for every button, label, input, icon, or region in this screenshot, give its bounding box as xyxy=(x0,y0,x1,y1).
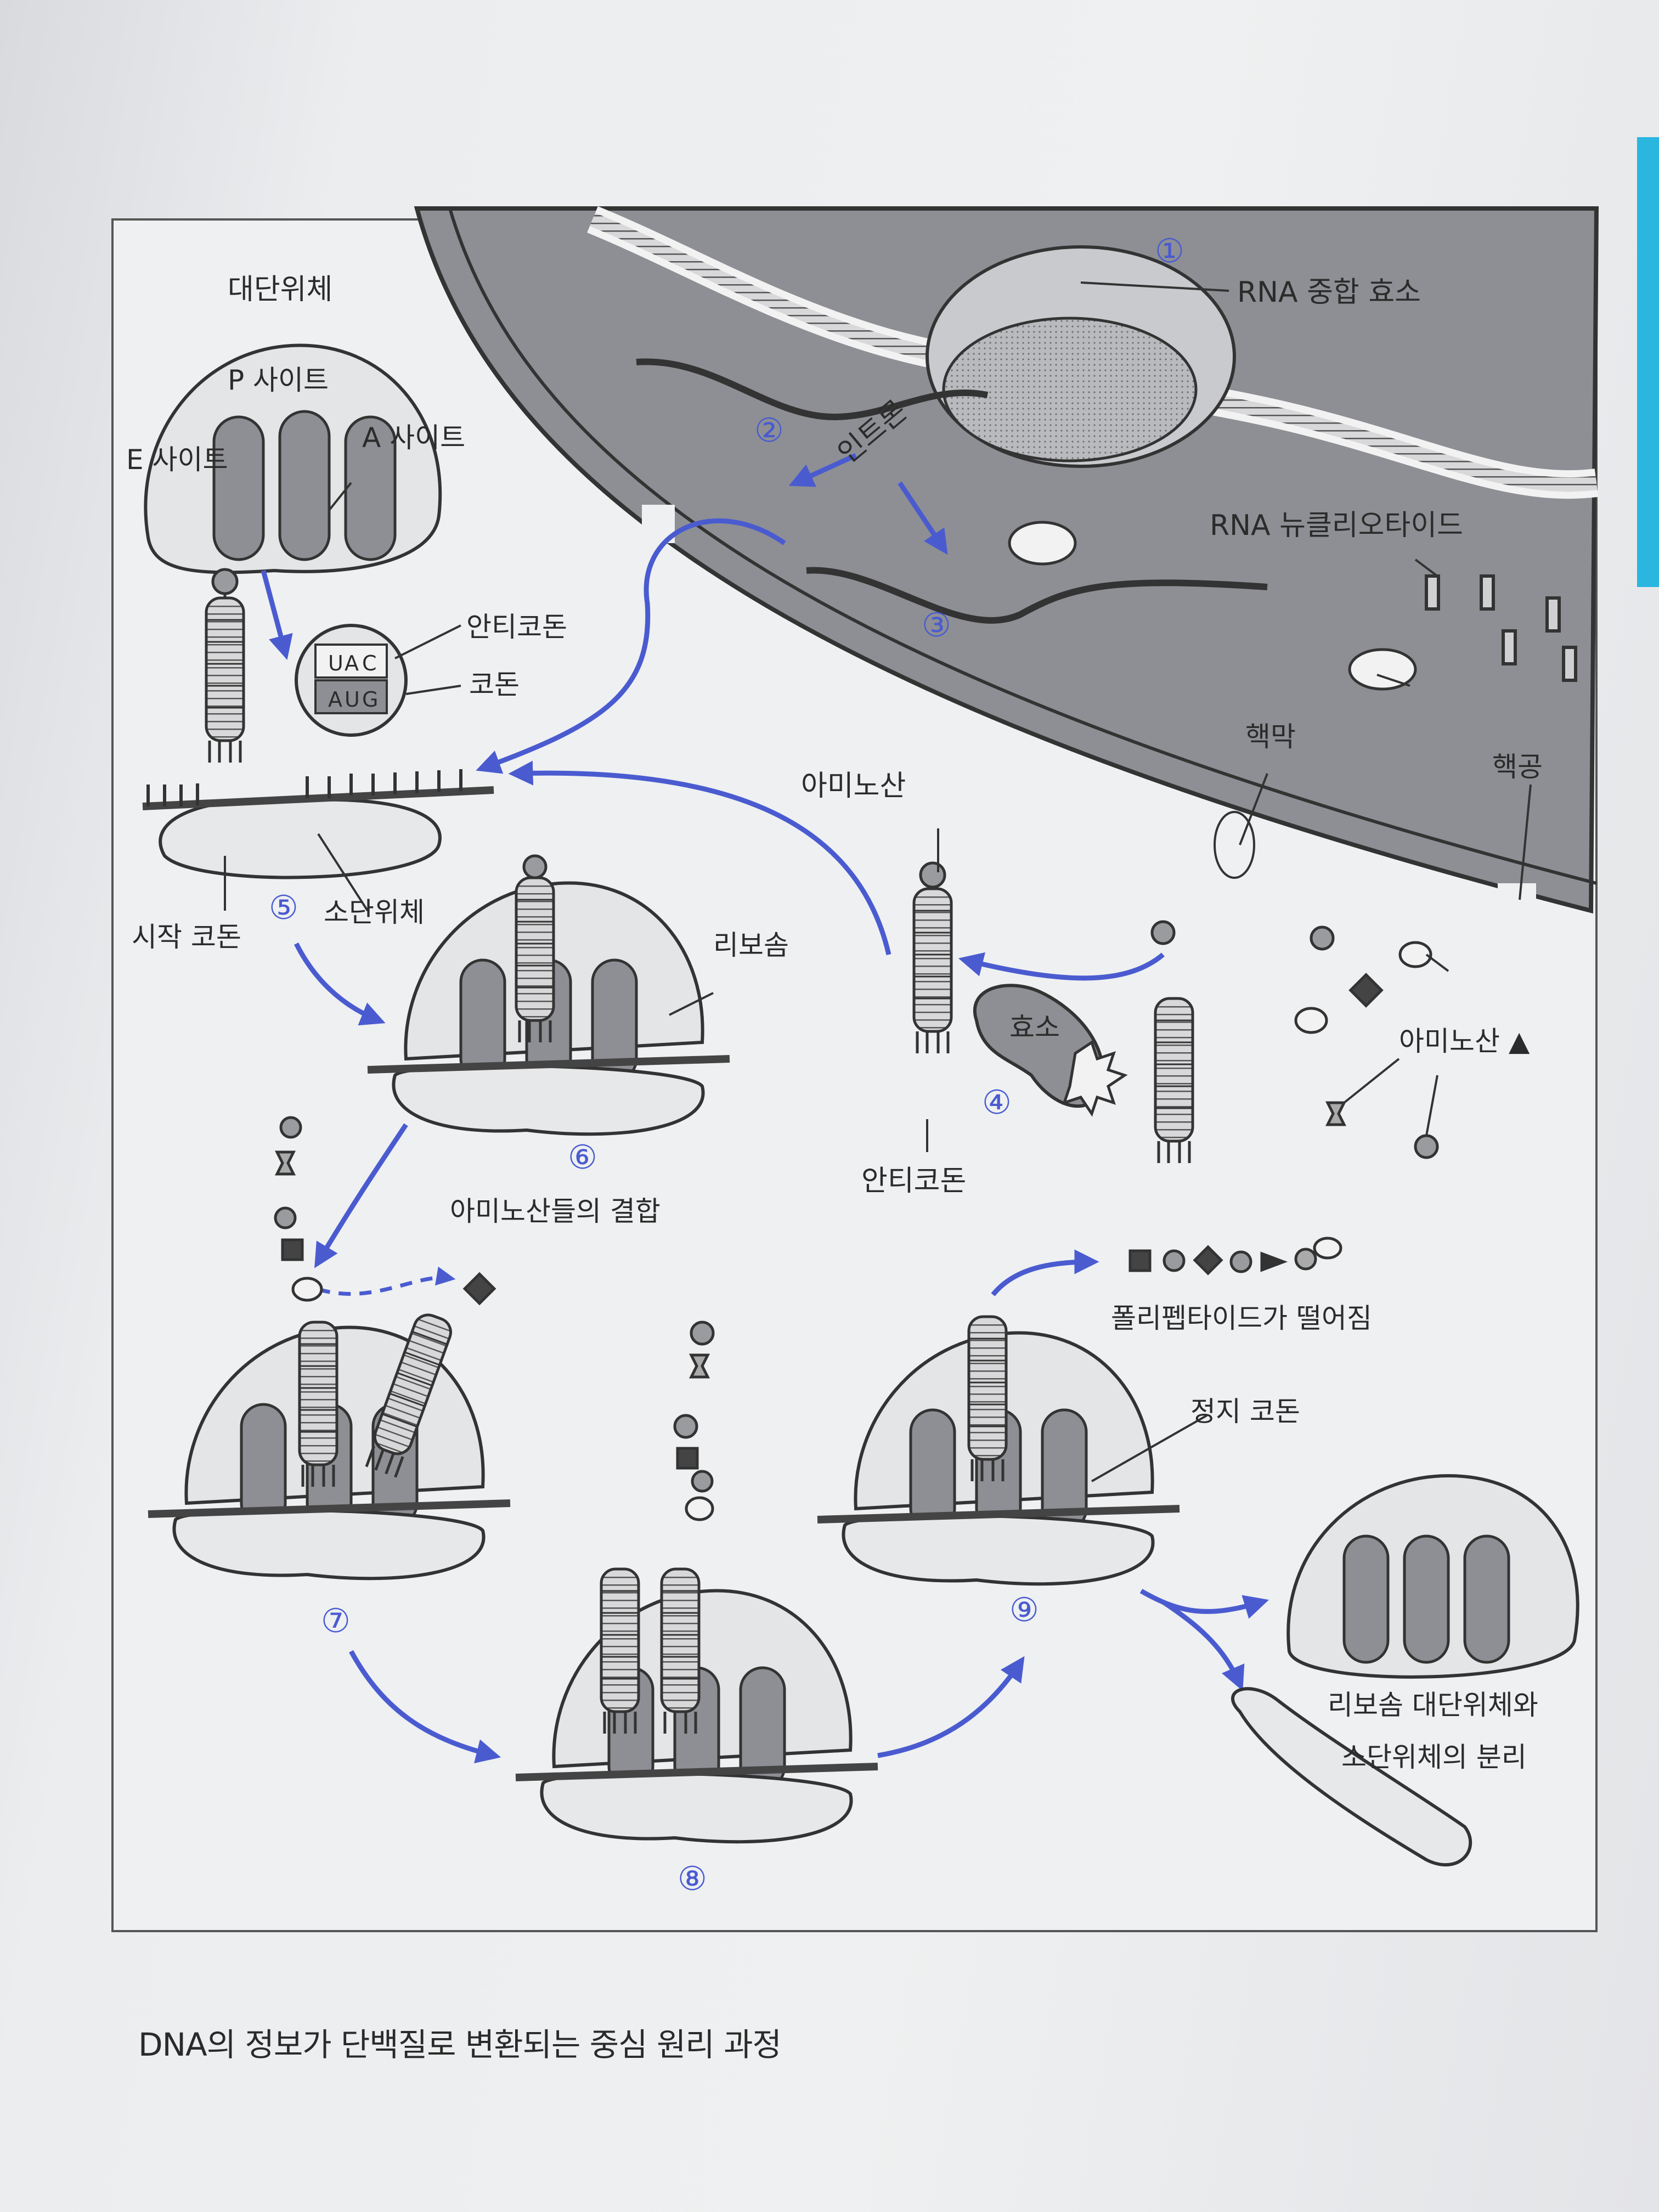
step-2: ② xyxy=(754,411,784,450)
label-codon: 코돈 xyxy=(469,669,520,701)
codon-zoom: U A C A U G xyxy=(296,625,406,735)
step-7: ⑦ xyxy=(321,1602,351,1640)
amino-acid-step4 xyxy=(921,863,945,887)
step-9: ⑨ xyxy=(1009,1591,1039,1629)
figure-caption: DNA의 정보가 단백질로 변환되는 중심 원리 과정 xyxy=(138,2019,781,2065)
trna-step4 xyxy=(914,889,951,1053)
label-polypeptide-release: 폴리펩타이드가 떨어짐 xyxy=(1111,1302,1372,1334)
rna-polymerase-core xyxy=(944,318,1196,461)
amino-acid-step6 xyxy=(524,856,546,878)
label-nuclear-membrane: 핵막 xyxy=(1245,721,1296,753)
anticodon-letter-3: C xyxy=(362,651,377,675)
label-anticodon-top: 안티코돈 xyxy=(466,611,567,643)
label-small-subunit: 소단위체 xyxy=(324,896,425,928)
step-5: ⑤ xyxy=(269,889,298,927)
trna-step8-a xyxy=(601,1569,639,1734)
nuclear-pore-3 xyxy=(1498,883,1536,916)
step-8: ⑧ xyxy=(678,1860,707,1898)
label-separation-line2: 소단위체의 분리 xyxy=(1341,1741,1527,1773)
label-ribosome: 리보솜 xyxy=(713,929,789,961)
label-stop-codon: 정지 코돈 xyxy=(1190,1396,1300,1427)
step-3: ③ xyxy=(922,606,951,645)
codon-letter-3: G xyxy=(362,687,378,712)
label-rna-polymerase: RNA 중합 효소 xyxy=(1237,276,1421,309)
trna-step8-b xyxy=(662,1569,699,1734)
nucleus-vesicle-2 xyxy=(1350,650,1415,689)
label-amino-acid-top: 아미노산 xyxy=(801,770,906,803)
label-nuclear-pore: 핵공 xyxy=(1492,751,1543,783)
anticodon-letter-1: U xyxy=(328,651,343,675)
step-4: ④ xyxy=(982,1084,1012,1122)
step-1: ① xyxy=(1155,232,1184,270)
step-6: ⑥ xyxy=(568,1138,597,1177)
trna-step9 xyxy=(969,1317,1006,1481)
label-rna-nucleotide: RNA 뉴클리오타이드 xyxy=(1210,509,1463,542)
label-anticodon-bottom: 안티코돈 xyxy=(861,1165,966,1198)
nucleus-vesicle xyxy=(1009,522,1075,564)
label-large-subunit: 대단위체 xyxy=(228,273,332,306)
codon-letter-1: A xyxy=(328,687,342,712)
free-amino-acid xyxy=(1152,922,1174,944)
free-trna xyxy=(1155,998,1193,1163)
trna-step7-a xyxy=(300,1322,337,1487)
nuclear-pore-2 xyxy=(1059,768,1092,801)
label-separation-line1: 리보솜 대단위체와 xyxy=(1328,1689,1538,1721)
trna-step6 xyxy=(516,878,554,1042)
label-a-site: A 사이트 xyxy=(362,422,465,454)
label-enzyme: 효소 xyxy=(1009,1012,1060,1043)
label-e-site: E 사이트 xyxy=(126,444,228,476)
codon-letter-2: U xyxy=(345,687,360,712)
label-p-site: P 사이트 xyxy=(228,364,329,396)
label-amino-acid-bonding: 아미노산들의 결합 xyxy=(450,1195,661,1227)
anticodon-letter-2: A xyxy=(345,651,359,675)
label-start-codon: 시작 코돈 xyxy=(132,921,241,953)
label-amino-acid-right: 아미노산 ▲ xyxy=(1399,1025,1530,1057)
